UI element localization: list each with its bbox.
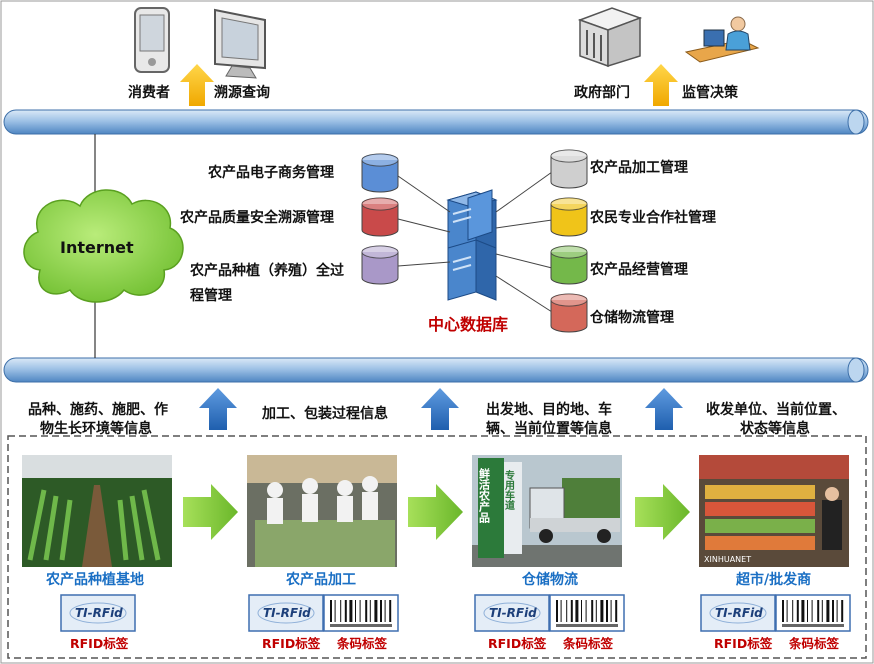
- info-retail-line2: 状态等信息: [740, 420, 810, 437]
- info-planting-line2: 物生长环境等信息: [40, 420, 152, 437]
- info-processing-line1: 加工、包装过程信息: [261, 405, 388, 422]
- database-cylinder-icon: [361, 153, 399, 193]
- module-logistics-label: 仓储物流管理: [589, 309, 674, 326]
- stage-planting-label: 农产品种植基地: [45, 571, 144, 588]
- stage-processing-label: 农产品加工: [285, 571, 356, 588]
- module-planting-label-line1: 农产品种植（养殖）全过: [189, 262, 344, 279]
- rfid-card-text: TI-RFid: [75, 606, 123, 620]
- tag-barcode-3: 条码标签: [562, 636, 614, 651]
- rfid-tag-icon: TI-RFid: [60, 594, 136, 632]
- database-cylinder-icon: [361, 245, 399, 285]
- central-database-label: 中心数据库: [428, 315, 508, 334]
- tag-rfid-1: RFID标签: [70, 636, 129, 651]
- top-pipe: [3, 109, 869, 135]
- green-arrow-3: [635, 484, 690, 540]
- tag-rfid-2: RFID标签: [262, 636, 321, 651]
- green-arrow-1: [183, 484, 238, 540]
- info-retail-line1: 收发单位、当前位置、: [706, 401, 846, 418]
- rfid-card-text: TI-RFid: [263, 606, 311, 620]
- government-building-icon: [577, 7, 643, 68]
- database-cylinder-icon: [550, 149, 588, 189]
- rfid-tag-icon: TI-RFid: [248, 594, 324, 632]
- consumer-label: 消费者: [128, 84, 170, 101]
- rfid-tag-icon: TI-RFid: [474, 594, 550, 632]
- rfid-card-text: TI-RFid: [489, 606, 537, 620]
- phone-icon: [134, 7, 170, 73]
- database-cylinder-icon: [361, 197, 399, 237]
- supermarket-photo: [699, 455, 849, 567]
- module-processing-label: 农产品加工管理: [589, 159, 688, 176]
- barcode-icon: [549, 594, 625, 632]
- module-planting-label-line2: 程管理: [190, 287, 232, 304]
- truck-sign-text: 鲜活农产品: [478, 467, 492, 524]
- blue-up-arrow: [421, 388, 459, 430]
- monitor-icon: [214, 8, 266, 79]
- photo-watermark: XINHUANET: [704, 555, 751, 564]
- info-logistics-line2: 辆、当前位置等信息: [486, 420, 612, 437]
- internet-label: Internet: [60, 238, 134, 257]
- yellow-up-arrow-right: [644, 64, 678, 106]
- module-operation-label: 农产品经营管理: [589, 261, 688, 278]
- blue-up-arrow: [199, 388, 237, 430]
- server-connectors: [397, 171, 553, 313]
- government-label: 政府部门: [574, 84, 630, 101]
- info-planting-line1: 品种、施药、施肥、作: [28, 401, 168, 418]
- trace-query-label: 溯源查询: [214, 84, 270, 101]
- tag-barcode-4: 条码标签: [788, 636, 840, 651]
- info-logistics-line1: 出发地、目的地、车: [486, 401, 612, 418]
- stage-logistics-label: 仓储物流: [521, 571, 578, 588]
- tag-rfid-4: RFID标签: [714, 636, 773, 651]
- logistics-truck-photo: [472, 455, 622, 567]
- database-cylinder-icon: [550, 245, 588, 285]
- rfid-card-text: TI-RFid: [715, 606, 763, 620]
- tag-rfid-3: RFID标签: [488, 636, 547, 651]
- green-arrow-2: [408, 484, 463, 540]
- module-cooperative-label: 农民专业合作社管理: [589, 209, 716, 226]
- stage-retail-label: 超市/批发商: [735, 571, 811, 588]
- server-icon: [446, 189, 498, 301]
- processing-photo: [247, 455, 397, 567]
- blue-up-arrow: [645, 388, 683, 430]
- bottom-pipe: [3, 357, 869, 383]
- supply-chain-frame: [7, 435, 867, 659]
- rfid-tag-icon: TI-RFid: [700, 594, 776, 632]
- barcode-icon: [775, 594, 851, 632]
- barcode-icon: [323, 594, 399, 632]
- supervision-label: 监管决策: [682, 84, 739, 101]
- truck-sign-text-2: 专用车道: [503, 469, 516, 511]
- supervisor-desk-icon: [684, 16, 760, 63]
- yellow-up-arrow-left: [180, 64, 214, 106]
- database-cylinder-icon: [550, 197, 588, 237]
- module-quality-trace-label: 农产品质量安全溯源管理: [179, 209, 334, 226]
- database-cylinder-icon: [550, 293, 588, 333]
- greenhouse-photo: [22, 455, 172, 567]
- module-ecommerce-label: 农产品电子商务管理: [207, 164, 334, 181]
- internet-cloud-icon: [23, 189, 184, 303]
- tag-barcode-2: 条码标签: [336, 636, 388, 651]
